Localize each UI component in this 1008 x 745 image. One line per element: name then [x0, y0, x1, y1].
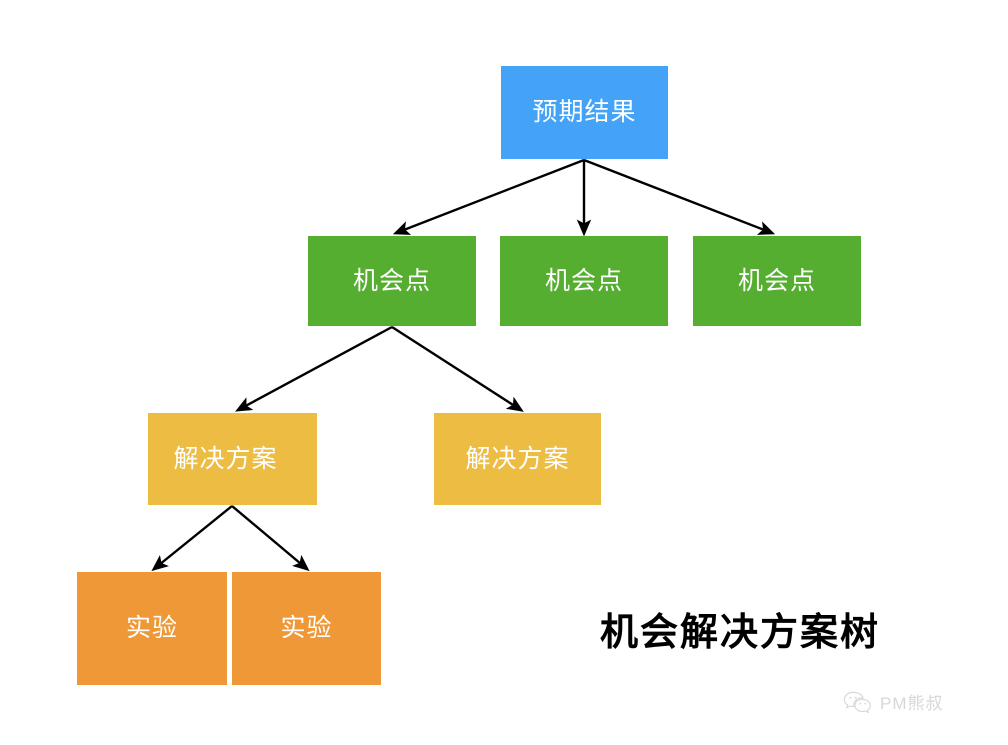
watermark: PM熊叔	[843, 689, 944, 714]
node-label: 实验	[125, 614, 178, 642]
node-opportunity-1[interactable]: 机会点	[500, 236, 668, 326]
edge-solution-0-to-experiment-0	[151, 505, 233, 572]
node-opportunity-0[interactable]: 机会点	[308, 236, 476, 326]
node-label: 解决方案	[173, 444, 278, 473]
edge-opportunity-0-to-solution-1	[391, 325, 524, 412]
node-outcome-0[interactable]: 预期结果	[501, 66, 668, 159]
edge-group	[151, 158, 776, 572]
wechat-icon	[843, 691, 873, 713]
node-opportunity-2[interactable]: 机会点	[693, 236, 861, 326]
node-label: 机会点	[544, 266, 623, 295]
edge-opportunity-0-to-solution-0	[235, 325, 393, 412]
node-experiment-0[interactable]: 实验	[77, 572, 227, 685]
node-solution-0[interactable]: 解决方案	[148, 413, 317, 505]
node-label: 解决方案	[465, 444, 570, 473]
edge-outcome-0-to-opportunity-2	[583, 158, 776, 235]
node-label: 预期结果	[532, 98, 637, 126]
node-experiment-1[interactable]: 实验	[232, 572, 381, 685]
edge-solution-0-to-experiment-1	[231, 505, 310, 572]
node-label: 机会点	[352, 266, 431, 295]
node-label: 实验	[280, 614, 333, 642]
node-solution-1[interactable]: 解决方案	[434, 413, 601, 505]
diagram-title: 机会解决方案树	[600, 612, 881, 654]
watermark-label: PM熊叔	[880, 694, 944, 713]
node-label: 机会点	[737, 266, 816, 295]
edge-outcome-0-to-opportunity-0	[392, 158, 585, 235]
